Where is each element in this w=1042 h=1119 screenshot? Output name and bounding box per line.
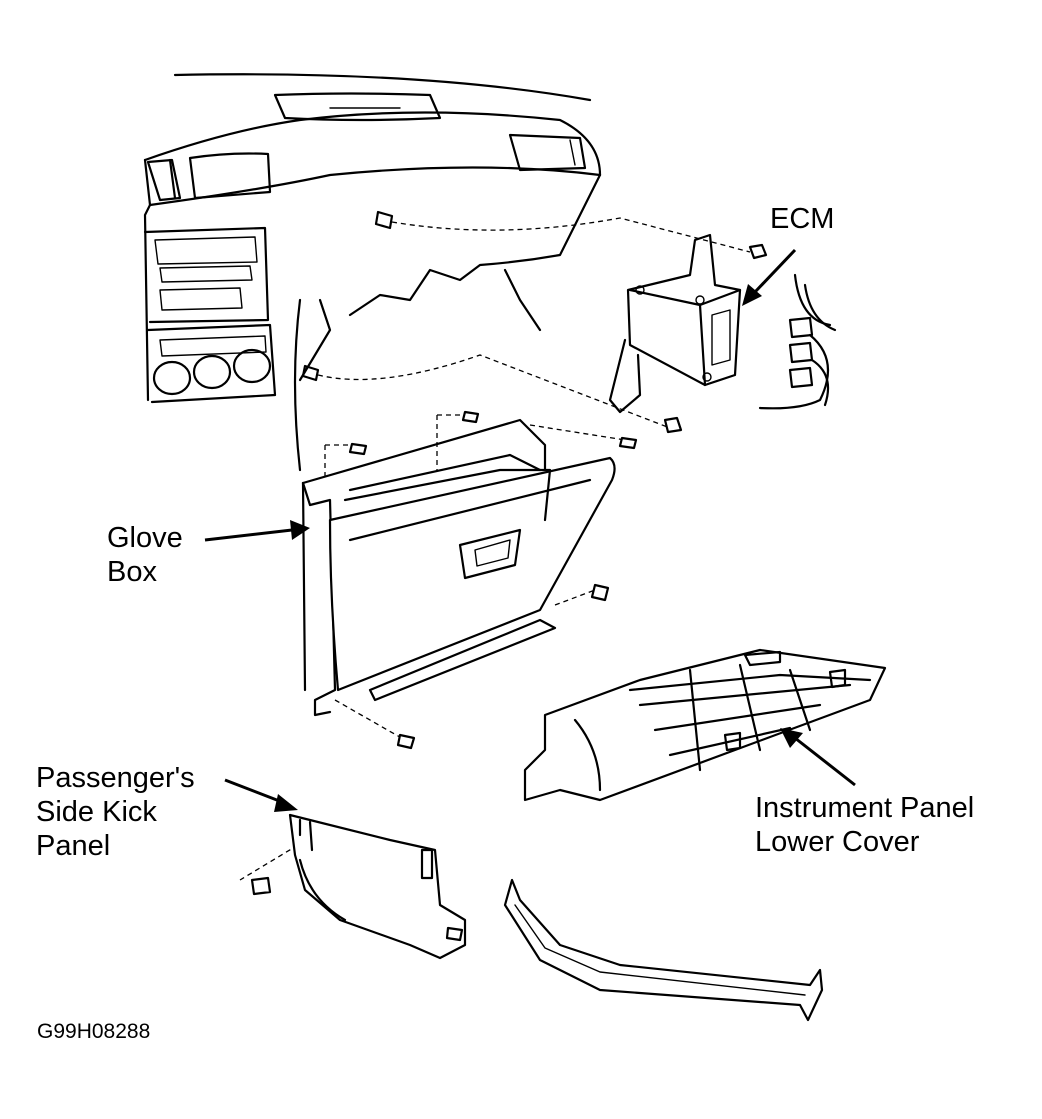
lower-cover-label-line2: Lower Cover <box>755 826 920 858</box>
kick-panel-label-line3: Panel <box>36 830 110 862</box>
lower-cover-arrowhead <box>780 728 803 748</box>
kick-panel-label-line2: Side Kick <box>36 796 157 828</box>
leader-arrows <box>204 248 856 812</box>
ecm-arrow <box>753 248 797 294</box>
instrument-panel-drawing <box>143 73 602 472</box>
glove-box-drawing <box>301 410 638 750</box>
fastener-guides <box>239 217 751 881</box>
kick-panel-arrowhead <box>274 794 298 812</box>
kick-panel-arrow <box>224 778 283 804</box>
ecm-arrowhead <box>742 284 762 306</box>
figure-code: G99H08288 <box>37 1020 150 1043</box>
glove-box-arrow <box>204 528 293 542</box>
lower-cover-arrow <box>794 736 856 787</box>
lower-cover-drawing <box>523 648 887 802</box>
ecm-drawing <box>608 233 837 434</box>
glove-box-label-line1: Glove <box>107 522 183 554</box>
glove-box-arrowhead <box>290 520 310 540</box>
kick-panel-drawing <box>250 813 467 960</box>
glove-box-label-line2: Box <box>107 556 157 588</box>
labels: ECM Glove Box Passenger's Side Kick Pane… <box>36 203 974 1043</box>
ecm-label: ECM <box>770 203 834 235</box>
lower-cover-label-line1: Instrument Panel <box>755 792 974 824</box>
kick-panel-label-line1: Passenger's <box>36 762 195 794</box>
sill-strip-drawing <box>503 878 824 1022</box>
